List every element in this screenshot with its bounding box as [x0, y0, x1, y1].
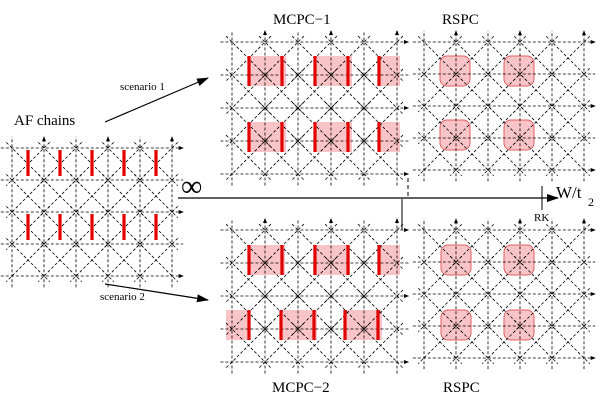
infinity-symbol: ∞: [181, 170, 202, 203]
axis-label: W/t: [556, 183, 582, 202]
lattice-diagonal: [417, 319, 463, 365]
resonating-plaquette: [503, 244, 535, 276]
axis-label-subscript: 2: [588, 195, 594, 209]
columnar-plaquette: [248, 56, 286, 86]
af-chains-lattice: [0, 136, 184, 288]
lattice-diagonal: [545, 131, 591, 177]
lattice-diagonal: [291, 322, 338, 369]
lattice-diagonal: [513, 319, 559, 365]
lattice-diagonal: [357, 134, 404, 181]
columnar-plaquette: [280, 310, 317, 340]
lattice-diagonal: [481, 319, 527, 365]
mcpc-1-label: MCPC−1: [273, 12, 331, 28]
rspc-bottom-lattice: [412, 218, 596, 370]
scenario-1-arrow: [104, 77, 209, 123]
lattice-diagonal: [225, 322, 272, 369]
scenario-2-label: scenario 2: [100, 291, 145, 303]
lattice-diagonal: [225, 68, 272, 115]
resonating-plaquette: [503, 55, 535, 87]
columnar-plaquette: [314, 122, 352, 152]
columnar-plaquette: [314, 56, 352, 86]
mcpc-1-lattice: [220, 29, 410, 186]
lattice-diagonal: [449, 131, 495, 177]
lattice-diagonal: [225, 256, 272, 303]
columnar-plaquette: [378, 245, 400, 275]
lattice-diagonal: [417, 255, 463, 301]
resonating-plaquette: [440, 244, 472, 276]
lattice-diagonal: [417, 131, 463, 177]
lattice-diagonal: [324, 134, 371, 181]
lattice-diagonal: [133, 237, 179, 283]
lattice-diagonal: [417, 35, 463, 81]
mcpc-2-lattice: [220, 217, 410, 374]
lattice-diagonal: [417, 99, 463, 145]
lattice-diagonal: [258, 134, 305, 181]
lattice-diagonal: [417, 287, 463, 333]
resonating-plaquette: [439, 55, 471, 87]
lattice-diagonal: [545, 319, 591, 365]
lattice-diagonal: [225, 134, 272, 181]
lattice-diagonal: [481, 131, 527, 177]
resonating-plaquette: [439, 119, 471, 151]
lattice-diagonal: [291, 134, 338, 181]
columnar-plaquette: [378, 56, 400, 86]
lattice-diagonal: [258, 322, 305, 369]
scenario-1-label: scenario 1: [120, 81, 165, 93]
columnar-plaquette: [248, 122, 286, 152]
rspc-top-lattice: [412, 30, 596, 182]
af-chains-label: AF chains: [14, 113, 75, 129]
lattice-diagonal: [449, 319, 495, 365]
rk-label: RK: [534, 212, 549, 224]
lattice-diagonal: [5, 237, 51, 283]
lattice-diagonal: [101, 237, 147, 283]
resonating-plaquette: [440, 309, 472, 341]
lattice-diagonal: [513, 131, 559, 177]
lattice-diagonal: [417, 67, 463, 113]
rspc-top-label: RSPC: [442, 12, 479, 28]
lattice-diagonal: [357, 322, 404, 369]
mcpc-2-label: MCPC−2: [272, 380, 330, 396]
rspc-bottom-label: RSPC: [443, 380, 480, 396]
lattice-diagonal: [324, 322, 371, 369]
columnar-plaquette: [248, 245, 285, 275]
resonating-plaquette: [503, 119, 535, 151]
columnar-plaquette: [345, 310, 382, 340]
lattice-diagonal: [417, 223, 463, 269]
lattice-diagonal: [69, 237, 115, 283]
columnar-plaquette: [378, 122, 400, 152]
columnar-plaquette: [226, 310, 248, 340]
lattice-diagonal: [5, 173, 51, 219]
scenario-2-arrow: [104, 283, 209, 303]
lattice-diagonal: [37, 237, 83, 283]
